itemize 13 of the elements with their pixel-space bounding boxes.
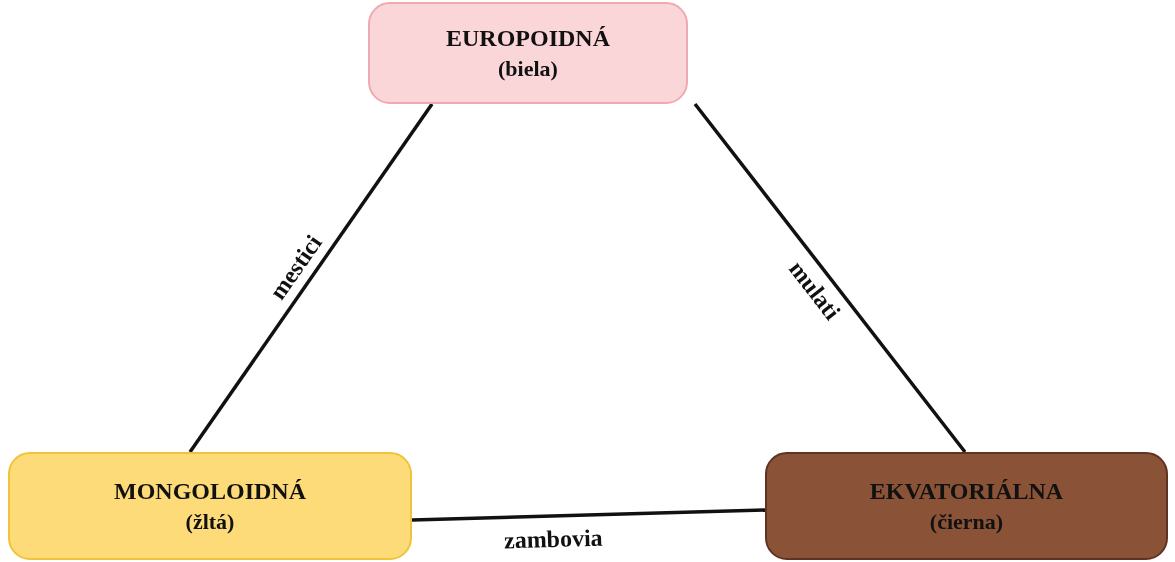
box-title: MONGOLOIDNÁ <box>114 477 306 506</box>
rounded-box <box>8 452 412 560</box>
rounded-box <box>765 452 1168 560</box>
box-subtitle: (biela) <box>498 55 558 83</box>
rounded-box <box>368 2 688 104</box>
connector-line <box>188 103 434 453</box>
connector-line <box>411 508 766 522</box>
box-subtitle: (žltá) <box>185 508 235 536</box>
edge-label: zambovia <box>504 525 604 555</box>
box-subtitle: (čierna) <box>929 508 1004 536</box>
box-title: EUROPOIDNÁ <box>446 24 610 53</box>
box-title: EKVATORIÁLNA <box>869 477 1064 506</box>
connector-line <box>693 102 967 454</box>
